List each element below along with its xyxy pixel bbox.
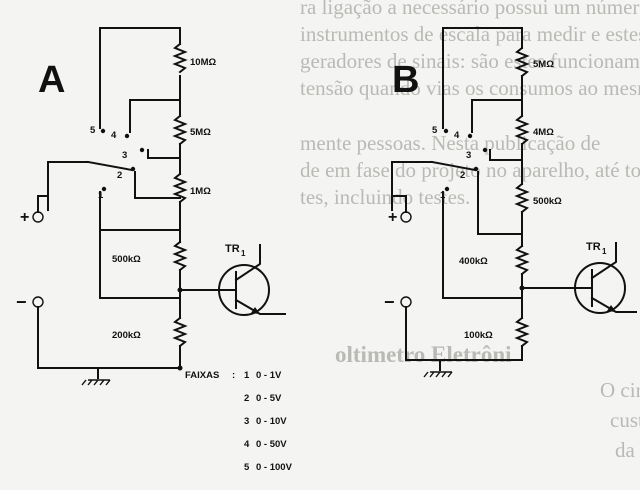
resistor-label: 400kΩ	[459, 256, 488, 267]
resistor-200k	[172, 316, 188, 348]
terminal-positive	[32, 211, 44, 223]
tap-1	[442, 191, 523, 299]
range-value: 0 - 100V	[256, 462, 293, 473]
range-number: 3	[244, 416, 249, 427]
junction	[177, 365, 183, 371]
terminal-negative	[400, 296, 412, 308]
ranges-list: 1 0 - 1V 2 0 - 5V 3 0 - 10V 4 0 - 50V 5 …	[244, 370, 293, 473]
bg-line: mente pessoas. Nesta publicação de	[300, 131, 601, 155]
resistor-label: 1MΩ	[190, 186, 211, 197]
resistor-5m	[514, 46, 530, 78]
resistor-500k	[172, 240, 188, 272]
resistor-label: 4MΩ	[533, 127, 554, 138]
switch-contact	[139, 147, 145, 153]
switch-contact	[482, 147, 488, 153]
range-value: 0 - 5V	[256, 393, 282, 404]
switch-contact	[467, 133, 473, 139]
terminal-negative-sign: −	[384, 292, 395, 312]
resistor-label: 500kΩ	[533, 196, 562, 207]
switch-pos-3: 3	[466, 150, 471, 161]
range-value: 0 - 10V	[256, 416, 287, 427]
range-number: 5	[244, 462, 250, 473]
emitter-arrow-icon	[607, 305, 616, 312]
range-value: 0 - 1V	[256, 370, 282, 381]
resistor-10m	[172, 42, 188, 74]
transistor-emitter	[234, 298, 286, 315]
transistor-collector	[590, 242, 617, 280]
transistor-icon	[218, 264, 270, 316]
switch-pos-5: 5	[90, 125, 96, 136]
terminal-positive-sign: +	[20, 209, 29, 226]
circuit-b-label: B	[392, 59, 419, 101]
resistor-1m	[172, 172, 188, 204]
resistor-400k	[514, 244, 530, 276]
resistor-label: 200kΩ	[112, 330, 141, 341]
resistor-4m	[514, 114, 530, 146]
switch-pos-2: 2	[460, 170, 465, 181]
transistor-collector	[234, 244, 261, 282]
range-number: 2	[244, 393, 249, 404]
resistor-5m	[172, 114, 188, 146]
resistor-label: 10MΩ	[190, 57, 216, 68]
resistor-label: 5MΩ	[190, 127, 211, 138]
wire	[37, 195, 49, 213]
switch-pos-1: 1	[98, 190, 104, 201]
terminal-positive	[400, 211, 412, 223]
ground-wire	[405, 306, 523, 361]
resistor-label: 100kΩ	[464, 330, 493, 341]
bg-line: ra ligação a necessário possui um número…	[300, 0, 640, 19]
bg-line: tensão quando vias os consumos ao mesmo	[300, 76, 640, 100]
transistor-icon	[574, 262, 626, 314]
transistor-label-sub: 1	[241, 249, 246, 258]
transistor-label: TR	[586, 241, 601, 253]
switch-pos-4: 4	[454, 130, 460, 141]
switch-contact	[443, 128, 449, 134]
resistor-100k	[514, 316, 530, 348]
bg-line: custo relativamente baixo, resistência d…	[610, 408, 640, 432]
range-number: 4	[244, 439, 250, 450]
terminal-negative	[32, 296, 44, 308]
wire	[391, 195, 407, 213]
bg-heading: oltimetro Eletrôni	[335, 342, 512, 367]
switch-contact	[100, 128, 106, 134]
circuit-b: B	[384, 27, 637, 378]
switch-wiper	[86, 160, 134, 172]
ground-icon	[81, 379, 111, 386]
switch-pos-1: 1	[440, 190, 446, 201]
switch-pos-4: 4	[111, 130, 117, 141]
resistor-label: 500kΩ	[112, 254, 141, 265]
switch-pos-2: 2	[117, 170, 122, 181]
resistor-500k	[514, 182, 530, 214]
ground-wire	[37, 306, 181, 369]
bg-line: tes, incluindo testes.	[300, 185, 471, 209]
circuit-a: A	[16, 27, 293, 473]
emitter-arrow-icon	[251, 307, 260, 314]
ranges-title: FAIXAS	[185, 370, 219, 381]
terminal-positive-sign: +	[388, 209, 397, 226]
switch-contact	[444, 186, 450, 192]
bg-line: da ordem de 200 kilohms por volt, mas qu…	[615, 438, 640, 462]
bg-line: O circuito de voltímetro eletrônico elet…	[600, 378, 640, 402]
transistor-label: TR	[225, 243, 240, 255]
bg-line: geradores de sinais: são estes funcionam…	[300, 49, 640, 73]
range-number: 1	[244, 370, 250, 381]
resistor-label: 5MΩ	[533, 59, 554, 70]
bg-line: instrumentos de escala para medir e este…	[300, 22, 640, 46]
switch-pos-5: 5	[432, 125, 438, 136]
range-value: 0 - 50V	[256, 439, 287, 450]
circuit-a-label: A	[38, 59, 65, 101]
ground-icon	[423, 371, 453, 378]
switch-wiper	[430, 160, 477, 172]
switch-pos-3: 3	[122, 150, 127, 161]
terminal-negative-sign: −	[16, 292, 27, 312]
ranges-colon: :	[232, 370, 235, 381]
switch-contact	[124, 133, 130, 139]
switch-contact	[101, 186, 107, 192]
transistor-label-sub: 1	[602, 247, 607, 256]
